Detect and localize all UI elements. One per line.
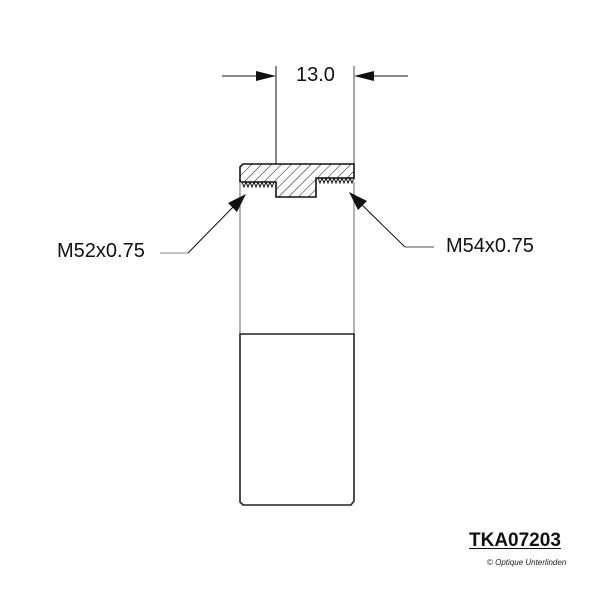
leader-outer-thread [349,192,434,248]
retaining-ring-section [239,163,355,198]
copyright-notice: © Optique Unterlinden [487,558,567,567]
thread-teeth-inner [241,180,275,189]
tube-body [239,182,355,506]
dimension-13 [222,66,408,164]
part-number: TKA07203 [469,530,561,551]
dimension-value: 13.0 [296,64,335,86]
leader-inner-thread [160,194,246,254]
inner-thread-label: M52x0.75 [57,240,145,262]
outer-thread-label: M54x0.75 [446,235,534,257]
thread-teeth-outer [317,176,355,185]
